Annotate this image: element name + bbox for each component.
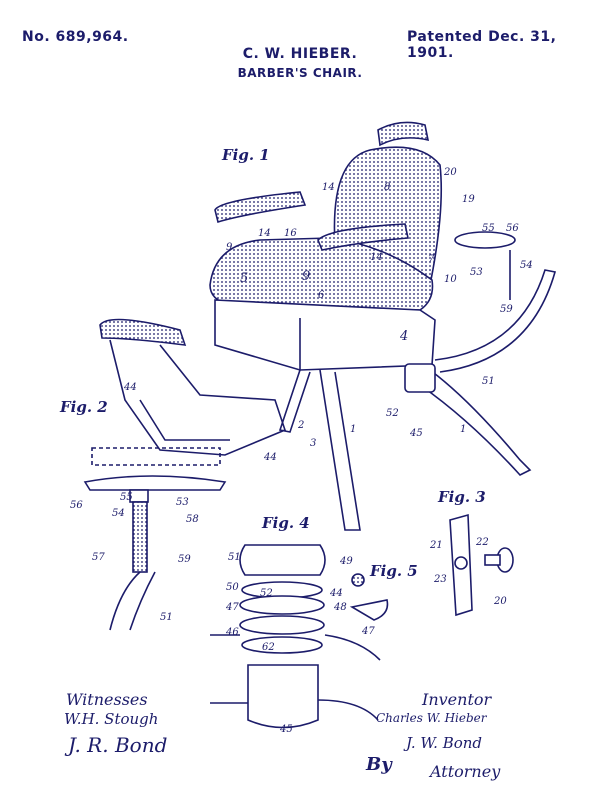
inventor-label: Inventor: [421, 690, 493, 709]
attorney-label: Attorney: [428, 762, 501, 781]
reference-numeral: 47: [225, 602, 239, 613]
reference-numeral: 47: [361, 626, 375, 637]
fig1-reference-numerals: 8 14 20 19 9 14 16 7 10 55 56 53 54 5 9 …: [123, 167, 533, 463]
right-arm: [317, 223, 409, 251]
fig3-label: Fig. 3: [437, 488, 486, 506]
pedestal: [404, 363, 436, 393]
fig2-label: Fig. 2: [59, 398, 108, 416]
figure-5-ball-detent: Fig. 5 49 48 47: [333, 556, 418, 637]
reference-numeral: 55: [120, 492, 133, 503]
reference-numeral: 52: [386, 408, 399, 419]
reference-numeral: 44: [263, 452, 277, 463]
inventor-name: C. W. HIEBER.: [242, 46, 358, 62]
reference-numeral: 53: [470, 267, 483, 278]
fig4-reference-numerals: 51 52 50 47 46 62 44 45: [225, 552, 343, 735]
left-arm: [214, 191, 307, 224]
reference-numeral: 20: [493, 596, 507, 607]
fig1-label: Fig. 1: [221, 146, 270, 164]
reference-numeral: 48: [333, 602, 347, 613]
reference-numeral: 52: [260, 588, 273, 599]
tray-top: [83, 475, 227, 491]
reference-numeral: 54: [112, 508, 125, 519]
reference-numeral: 54: [520, 260, 533, 271]
reference-numeral: 2: [297, 420, 304, 431]
reference-numeral: 53: [176, 497, 189, 508]
reference-numeral: 57: [92, 552, 105, 563]
patent-number: No. 689,964.: [22, 29, 129, 45]
reference-numeral: 44: [123, 382, 137, 393]
reference-numeral: 51: [228, 552, 241, 563]
fig2-reference-numerals: 56 55 53 54 58 57 59 51: [70, 492, 199, 623]
reference-numeral: 59: [500, 304, 513, 315]
bracket-plate: [449, 513, 473, 617]
reference-numeral: 46: [225, 627, 239, 638]
reference-numeral: 6: [318, 290, 325, 301]
attorney-signature: J. W. Bond: [403, 734, 482, 752]
reference-numeral: 44: [329, 588, 343, 599]
reference-numeral: 55: [482, 223, 495, 234]
reference-numeral: 19: [462, 194, 475, 205]
reference-numeral: 1: [460, 424, 466, 435]
figure-3-bracket: Fig. 3 21 22 23 20: [429, 488, 514, 617]
reference-numeral: 21: [429, 540, 443, 551]
reference-numeral: 51: [482, 376, 495, 387]
fig3-reference-numerals: 21 22 23 20: [429, 537, 507, 607]
reference-numeral: 20: [443, 167, 457, 178]
reference-numeral: 10: [444, 274, 457, 285]
side-tray: [454, 231, 516, 249]
headrest: [377, 121, 430, 147]
reference-numeral: 14: [258, 228, 271, 239]
reference-numeral: 23: [433, 574, 447, 585]
witnesses-label: Witnesses: [66, 690, 148, 709]
witness-1-signature: W.H. Stough: [64, 710, 158, 728]
reference-numeral: 59: [178, 554, 191, 565]
reference-numeral: 58: [186, 514, 199, 525]
reference-numeral: 3: [310, 438, 316, 449]
reference-numeral: 7: [428, 254, 435, 265]
reference-numeral: 1: [350, 424, 356, 435]
patent-title: BARBER'S CHAIR.: [237, 66, 363, 80]
reference-numeral: 14: [322, 182, 335, 193]
reference-numeral: 45: [279, 724, 293, 735]
signature-block: Witnesses W.H. Stough J. R. Bond Invento…: [64, 690, 501, 781]
reference-numeral: 50: [226, 582, 239, 593]
witness-2-signature: J. R. Bond: [64, 733, 167, 757]
reference-numeral: 62: [262, 642, 275, 653]
fig5-reference-numerals: 49 48 47: [333, 556, 375, 637]
reference-numeral: 51: [160, 612, 173, 623]
reference-numeral: 16: [284, 228, 297, 239]
reference-numeral: 9: [226, 242, 233, 253]
reference-numeral: 22: [475, 537, 489, 548]
fig4-label: Fig. 4: [261, 514, 310, 532]
reference-numeral: 56: [506, 223, 519, 234]
footrest-pad: [99, 318, 187, 346]
figure-4-column: Fig. 4 51 52 50 47 46 62 44 45: [210, 514, 381, 735]
reference-numeral: 49: [339, 556, 353, 567]
reference-numeral: 8: [384, 182, 390, 193]
patent-date: Patented Dec. 31, 1901.: [407, 29, 557, 61]
reference-numeral: 14: [370, 252, 383, 263]
fig5-label: Fig. 5: [369, 562, 418, 580]
inventor-signature: Charles W. Hieber: [376, 711, 488, 725]
figure-2-tray-section: Fig. 2 56 55 53 54 58 57 59 51: [59, 398, 227, 631]
by-label: By: [365, 754, 393, 775]
reference-numeral: 5: [240, 271, 248, 286]
reference-numeral: 45: [409, 428, 423, 439]
reference-numeral: 9: [302, 269, 310, 284]
figure-1-barber-chair: Fig. 1 8 14 20 19 9 14 16 7 10 55 56 5: [99, 121, 557, 531]
reference-numeral: 4: [399, 329, 408, 344]
reference-numeral: 56: [70, 500, 83, 511]
